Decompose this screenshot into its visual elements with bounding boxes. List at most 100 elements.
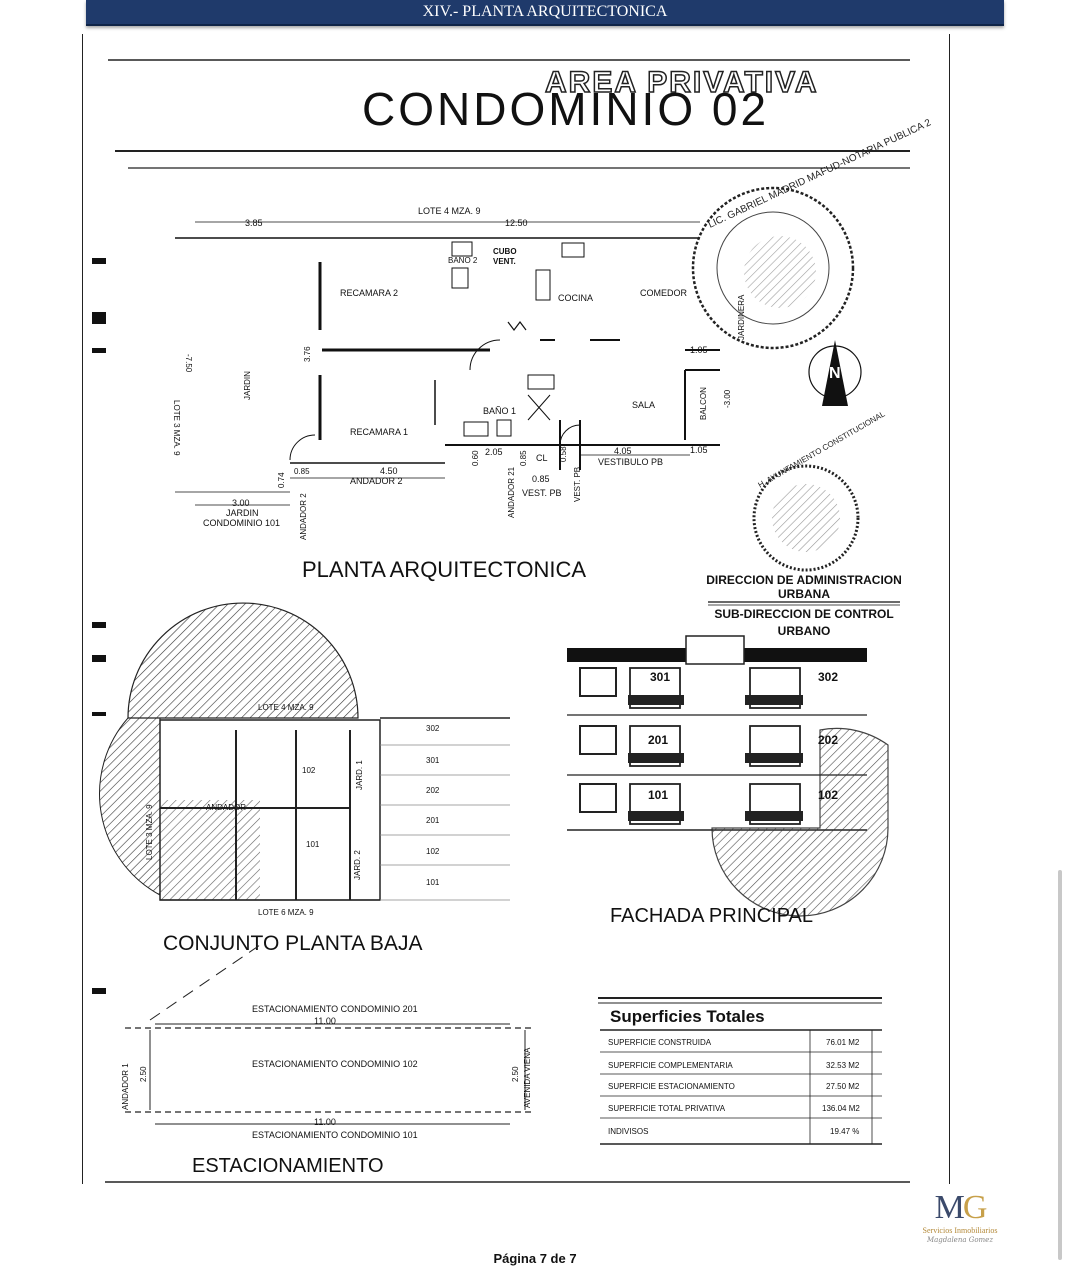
svg-text:0.58: 0.58 [559,446,568,462]
svg-text:1.05: 1.05 [690,345,708,355]
svg-text:101: 101 [648,788,668,802]
svg-text:0.85: 0.85 [532,474,550,484]
superficies-title: Superficies Totales [610,1007,765,1026]
conjunto-labels: LOTE 4 MZA. 9 LOTE 6 MZA. 9 LOTE 3 MZA. … [145,703,440,917]
conjunto-title: CONJUNTO PLANTA BAJA [163,932,422,955]
svg-text:202: 202 [426,786,440,795]
svg-text:0.85: 0.85 [294,467,310,476]
svg-text:ESTACIONAMIENTO CONDOMINIO 101: ESTACIONAMIENTO CONDOMINIO 101 [252,1130,418,1140]
svg-text:102: 102 [426,847,440,856]
north-arrow-icon: N [808,340,862,406]
svg-text:102: 102 [818,788,838,802]
svg-text:3.00: 3.00 [232,498,250,508]
svg-text:11.00: 11.00 [314,1117,336,1127]
svg-text:3.76: 3.76 [303,346,312,362]
svg-text:202: 202 [818,733,838,747]
svg-text:JARDIN: JARDIN [226,508,259,518]
logo-subtitle: Servicios Inmobiliarios [922,1226,998,1235]
dashed-leader [149,944,261,1021]
superficie-label: SUPERFICIE TOTAL PRIVATIVA [608,1104,726,1113]
superficie-value: 32.53 M2 [826,1061,860,1070]
svg-text:JARD. 2: JARD. 2 [353,850,362,880]
svg-text:-7.50: -7.50 [184,354,193,373]
svg-text:LOTE 3 MZA. 9: LOTE 3 MZA. 9 [172,400,181,456]
svg-text:LOTE 4 MZA. 9: LOTE 4 MZA. 9 [418,206,481,216]
svg-text:AVENIDA VIENA: AVENIDA VIENA [523,1047,532,1108]
planta-title: PLANTA ARQUITECTONICA [302,557,586,582]
svg-text:ANDADOR 2: ANDADOR 2 [350,476,403,486]
svg-text:URBANO: URBANO [778,624,831,638]
svg-text:4.50: 4.50 [380,466,398,476]
page-number: Página 7 de 7 [493,1251,577,1266]
svg-text:DIRECCION DE ADMINISTRACION: DIRECCION DE ADMINISTRACION [706,573,902,587]
svg-text:CUBO: CUBO [493,247,517,256]
svg-text:LOTE 6 MZA. 9: LOTE 6 MZA. 9 [258,908,314,917]
svg-text:VESTIBULO PB: VESTIBULO PB [598,457,663,467]
direccion-block: DIRECCION DE ADMINISTRACION URBANA SUB-D… [706,573,902,638]
svg-text:-3.00: -3.00 [723,389,732,408]
section-header: XIV.- PLANTA ARQUITECTONICA [86,0,1004,26]
svg-text:RECAMARA 1: RECAMARA 1 [350,427,408,437]
svg-text:COMEDOR: COMEDOR [640,288,688,298]
svg-text:RECAMARA 2: RECAMARA 2 [340,288,398,298]
svg-text:101: 101 [306,840,320,849]
municipal-seal: H. AYUNTAMIENTO CONSTITUCIONAL [752,409,887,572]
svg-text:CONDOMINIO 101: CONDOMINIO 101 [203,518,280,528]
svg-text:ESTACIONAMIENTO CONDOMINIO 102: ESTACIONAMIENTO CONDOMINIO 102 [252,1059,418,1069]
svg-text:2.05: 2.05 [485,447,503,457]
fachada-unit-labels: 301 302 201 202 101 102 [648,670,838,802]
svg-text:URBANA: URBANA [778,587,830,601]
superficie-value: 19.47 % [830,1127,859,1136]
svg-text:VEST. PB: VEST. PB [522,488,562,498]
svg-text:CL: CL [536,453,548,463]
svg-text:301: 301 [426,756,440,765]
condominio-title: CONDOMINIO 02 [362,83,769,135]
svg-text:302: 302 [426,724,440,733]
svg-text:1.05: 1.05 [690,445,708,455]
svg-text:JARD. 1: JARD. 1 [355,760,364,790]
svg-text:201: 201 [648,733,668,747]
superficie-label: INDIVISOS [608,1127,648,1136]
estacionamiento-title: ESTACIONAMIENTO [192,1155,384,1177]
svg-text:301: 301 [650,670,670,684]
svg-text:ANDADOR 2: ANDADOR 2 [299,493,308,540]
binding-marks [92,258,106,994]
svg-text:ANDADOR: ANDADOR [206,803,246,812]
conjunto-site-plan [99,602,510,901]
superficie-label: SUPERFICIE CONSTRUIDA [608,1038,712,1047]
logo-signature: Magdalena Gomez [926,1236,994,1244]
svg-text:ANDADOR 21: ANDADOR 21 [507,466,516,518]
svg-text:0.74: 0.74 [277,472,286,488]
scanned-sheet [82,34,950,1184]
svg-text:SALA: SALA [632,400,655,410]
svg-text:JARDINERA: JARDINERA [737,294,746,340]
svg-text:LOTE 4 MZA. 9: LOTE 4 MZA. 9 [258,703,314,712]
svg-text:SUB-DIRECCION DE CONTROL: SUB-DIRECCION DE CONTROL [714,607,893,621]
svg-text:102: 102 [302,766,316,775]
svg-text:BALCON: BALCON [699,387,708,420]
svg-text:2.50: 2.50 [511,1066,520,1082]
logo-mark: MG [934,1189,988,1226]
svg-text:JARDIN: JARDIN [243,371,252,400]
svg-text:0.85: 0.85 [519,450,528,466]
floor-plan [175,221,720,506]
svg-text:BAÑO 2: BAÑO 2 [448,256,478,265]
svg-text:ESTACIONAMIENTO CONDOMINIO 201: ESTACIONAMIENTO CONDOMINIO 201 [252,1004,418,1014]
svg-text:H. AYUNTAMIENTO CONSTITUCIONAL: H. AYUNTAMIENTO CONSTITUCIONAL [757,409,887,490]
superficie-value: 27.50 M2 [826,1082,860,1091]
svg-text:BAÑO 1: BAÑO 1 [483,406,516,416]
svg-text:11.00: 11.00 [314,1016,336,1026]
superficie-value: 136.04 M2 [822,1104,860,1113]
svg-text:2.50: 2.50 [139,1066,148,1082]
svg-text:3.85: 3.85 [245,218,263,228]
scrollbar-thumb[interactable] [1058,870,1062,1260]
svg-text:LOTE 3 MZA. 9: LOTE 3 MZA. 9 [145,804,154,860]
company-logo: MG Servicios Inmobiliarios Magdalena Gom… [914,1190,1006,1250]
area-privativa-label: AREA PRIVATIVA [545,66,819,99]
svg-text:VENT.: VENT. [493,257,516,266]
fachada-title: FACHADA PRINCIPAL [610,905,813,927]
superficie-label: SUPERFICIE ESTACIONAMIENTO [608,1082,735,1091]
svg-text:12.50: 12.50 [505,218,528,228]
svg-text:ANDADOR 1: ANDADOR 1 [121,1063,130,1110]
